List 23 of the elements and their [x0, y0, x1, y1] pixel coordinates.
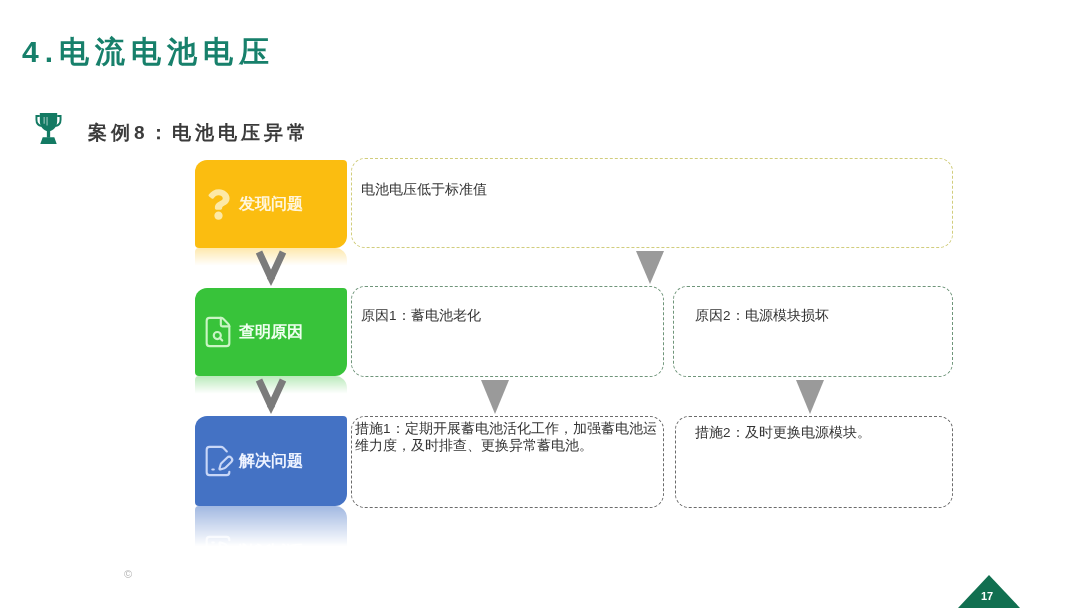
copyright-mark: ©: [124, 567, 133, 582]
step-label: 解决问题: [239, 451, 303, 471]
step-card: [195, 160, 347, 248]
note-text: 原因1：蓄电池老化: [361, 307, 482, 324]
dashed-note-box: [351, 158, 953, 248]
triangle-arrow: [481, 380, 509, 414]
step-card: [195, 416, 347, 506]
triangle-arrow: [636, 251, 664, 284]
step-label: 发现问题: [239, 194, 303, 214]
triangle-arrow: [796, 380, 824, 414]
note-text: 措施2：及时更换电源模块。: [695, 424, 872, 441]
dashed-note-box: [673, 286, 953, 377]
step-label: 查明原因: [239, 322, 303, 342]
note-text: 电池电压低于标准值: [361, 181, 488, 198]
step-card: [195, 288, 347, 376]
page-number: 17: [981, 589, 994, 604]
case-heading: 案例8：电池电压异常: [88, 121, 310, 145]
dashed-note-box: [351, 416, 664, 508]
note-text: 措施1：定期开展蓄电池活化工作，加强蓄电池运维力度，及时排查、更换异常蓄电池。: [355, 420, 657, 454]
note-text: 原因2：电源模块损坏: [695, 307, 830, 324]
dashed-note-box: [351, 286, 664, 377]
dashed-note-box: [675, 416, 953, 508]
page-title: 4.电流电池电压: [22, 34, 276, 70]
